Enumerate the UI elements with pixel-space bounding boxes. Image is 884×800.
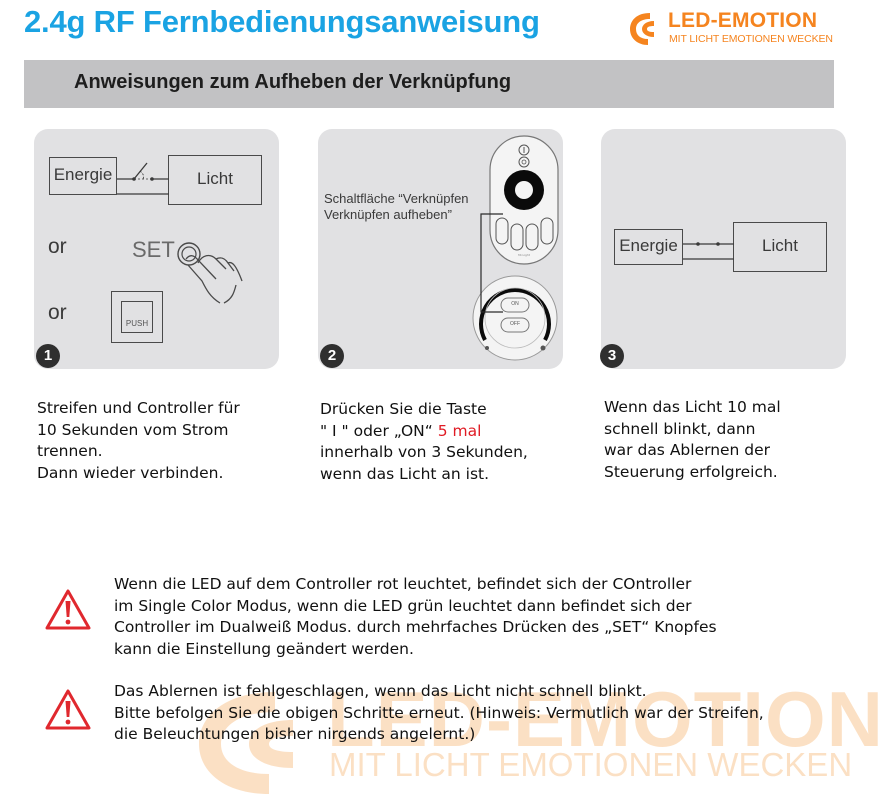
text-line: schnell blinkt, dann [604, 419, 756, 438]
text-line: Bitte befolgen Sie die obigen Schritte e… [114, 703, 764, 722]
callout-line-1: Schaltfläche “Verknüpfen [324, 191, 469, 206]
step-1-description: Streifen und Controller für 10 Sekunden … [37, 398, 240, 484]
text-line: kann die Einstellung geändert werden. [114, 639, 414, 658]
or-label-2: or [48, 301, 67, 324]
watermark-logo-icon [199, 692, 293, 794]
brand-logo: LED-EMOTION MIT LICHT EMOTIONEN WECKEN [624, 9, 839, 51]
push-button-illustration: PUSH [111, 291, 163, 343]
watermark: LED-EMOTION MIT LICHT EMOTIONEN WECKEN [195, 675, 884, 800]
watermark-tagline: MIT LICHT EMOTIONEN WECKEN [329, 746, 853, 783]
link-button-callout: Schaltfläche “Verknüpfen Verknüpfen aufh… [324, 191, 469, 223]
step-number-badge: 1 [36, 344, 60, 368]
step-3-description: Wenn das Licht 10 mal schnell blinkt, da… [604, 397, 781, 483]
step-2-description: Drücken Sie die Taste " I " oder „ON“ 5 … [320, 399, 528, 485]
section-title: Anweisungen zum Aufheben der Verknüpfung [74, 71, 512, 93]
text-line: Wenn die LED auf dem Controller rot leuc… [114, 575, 692, 593]
switch-wiring-icon [117, 162, 169, 195]
text-line: im Single Color Modus, wenn die LED grün… [114, 596, 692, 615]
logo-mark-icon [630, 13, 654, 45]
connected-wiring-icon [683, 242, 734, 260]
on-button-label: ON [511, 301, 519, 307]
section-header: Anweisungen zum Aufheben der Verknüpfung [24, 60, 834, 108]
push-label: PUSH [121, 301, 153, 333]
light-box: Licht [168, 155, 262, 205]
callout-connector [480, 213, 503, 313]
set-label: SET [132, 237, 175, 262]
step-3-panel: Energie Licht 3 [600, 129, 846, 369]
or-label-1: or [48, 235, 67, 258]
text-line: Drücken Sie die Taste [320, 400, 487, 418]
step-1-panel: Energie Licht or SET or PUSH 1 [34, 129, 279, 369]
power-box: Energie [49, 157, 117, 195]
warning-triangle-icon [45, 589, 91, 630]
svg-text:Mi·Light: Mi·Light [518, 253, 531, 257]
text-line: die Beleuchtungen bisher nirgends angele… [114, 725, 476, 743]
logo-tagline: MIT LICHT EMOTIONEN WECKEN [669, 33, 833, 45]
light-box: Licht [733, 222, 827, 272]
text-line: Streifen und Controller für [37, 399, 240, 417]
warning-note-led-mode: Wenn die LED auf dem Controller rot leuc… [114, 574, 717, 660]
step-number-badge: 2 [320, 344, 344, 368]
wall-panel-icon [472, 275, 558, 361]
text-line: Controller im Dualweiß Modus. durch mehr… [114, 618, 717, 636]
off-button-label: OFF [510, 321, 520, 327]
logo-brand: LED-EMOTION [668, 9, 818, 32]
remote-control-icon: Mi·Light [489, 135, 559, 265]
text-line: Steuerung erfolgreich. [604, 462, 778, 481]
step-number-badge: 3 [600, 344, 624, 368]
text-line: wenn das Licht an ist. [320, 464, 490, 483]
page-title: 2.4g RF Fernbedienungsanweisung [24, 4, 540, 39]
highlight-count: 5 mal [437, 421, 482, 440]
watermark-brand: LED-EMOTION [327, 675, 884, 763]
text-line: Das Ablernen ist fehlgeschlagen, wenn da… [114, 682, 647, 700]
text-line: war das Ablernen der [604, 441, 771, 459]
warning-note-unlink-failed: Das Ablernen ist fehlgeschlagen, wenn da… [114, 681, 764, 746]
text-line: 10 Sekunden vom Strom [37, 420, 229, 439]
text-line: " I " oder „ON“ 5 mal [320, 421, 528, 443]
text-fragment: " I " oder „ON“ [320, 421, 438, 440]
text-line: innerhalb von 3 Sekunden, [320, 443, 528, 461]
text-line: Wenn das Licht 10 mal [604, 398, 781, 416]
text-line: trennen. [37, 442, 103, 460]
warning-triangle-icon [45, 689, 91, 730]
power-box: Energie [614, 229, 683, 265]
finger-press-icon [177, 242, 243, 304]
text-line: Dann wieder verbinden. [37, 463, 224, 482]
callout-line-2: Verknüpfen aufheben” [324, 207, 452, 222]
step-2-panel: Mi·Light ON OFF Schaltfläche “Verknüpfen… [318, 129, 563, 369]
